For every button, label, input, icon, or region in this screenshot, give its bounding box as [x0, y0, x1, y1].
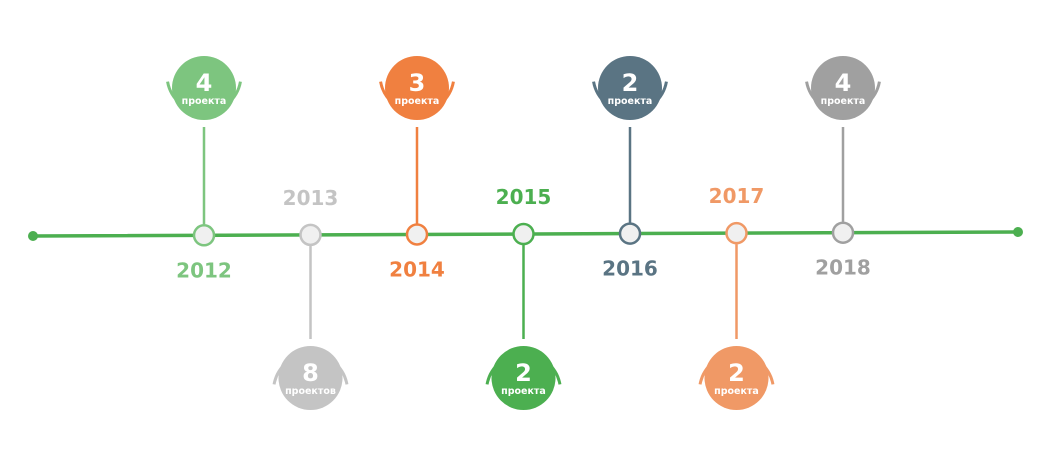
project-unit-label: проекта: [821, 96, 866, 107]
project-unit-label: проекта: [608, 96, 653, 107]
year-label-2017: 2017: [709, 184, 765, 208]
project-count: 2: [515, 359, 532, 387]
project-count-bubble: [385, 56, 449, 120]
project-unit-label: проекта: [501, 386, 546, 397]
timeline-node: [618, 222, 642, 245]
project-count-bubble: [811, 56, 875, 120]
project-count: 4: [835, 69, 852, 97]
project-count: 4: [196, 69, 213, 97]
project-count-bubble: [491, 346, 556, 410]
project-count: 2: [728, 359, 745, 387]
milestones: 4проекта20128проектов20133проекта20142пр…: [166, 56, 881, 410]
project-count-bubble: [704, 346, 769, 410]
timeline-axis-start-dot: [28, 231, 38, 241]
year-label-2012: 2012: [176, 258, 232, 282]
project-count: 2: [622, 69, 639, 97]
timeline-node: [299, 223, 322, 247]
timeline-axis-end-dot: [1013, 227, 1023, 237]
year-label-2014: 2014: [389, 257, 445, 281]
timeline-node: [405, 223, 429, 246]
project-count: 8: [302, 359, 319, 387]
year-label-2016: 2016: [602, 257, 658, 281]
timeline-node: [725, 221, 748, 245]
project-count-bubble: [598, 56, 662, 120]
project-unit-label: проекта: [182, 96, 227, 107]
year-label-2015: 2015: [496, 185, 552, 209]
year-label-2018: 2018: [815, 256, 871, 280]
project-count-bubble: [278, 346, 343, 410]
timeline-node: [831, 221, 855, 244]
year-label-2013: 2013: [283, 186, 339, 210]
project-unit-label: проекта: [714, 386, 759, 397]
timeline-node: [192, 224, 216, 247]
project-count: 3: [409, 69, 426, 97]
project-unit-label: проектов: [285, 386, 336, 397]
timeline-node: [512, 222, 535, 246]
project-unit-label: проекта: [395, 96, 440, 107]
project-count-bubble: [172, 56, 236, 120]
